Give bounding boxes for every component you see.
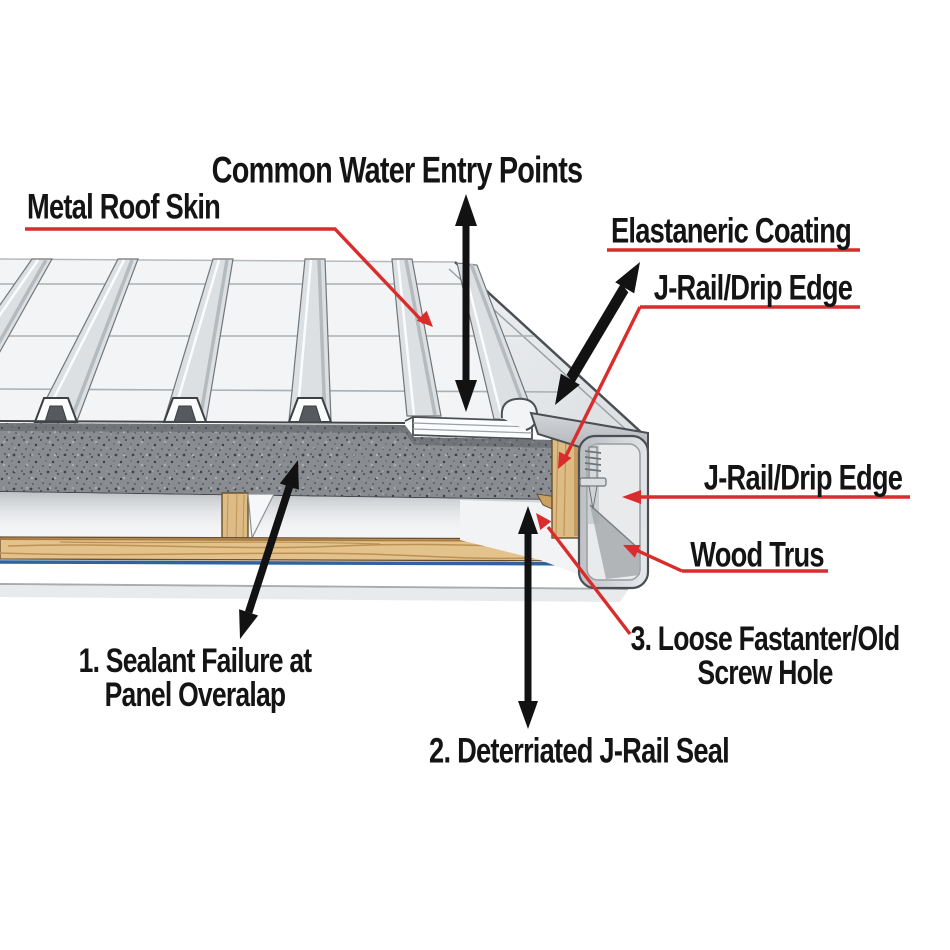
arrow-elastomeric-coating bbox=[555, 262, 640, 405]
label-issue-3-line1: 3. Loose Fastanter/Old bbox=[630, 620, 901, 658]
ground-shadow bbox=[0, 585, 628, 602]
screw-fastener bbox=[579, 446, 607, 510]
eave-trim bbox=[404, 416, 533, 440]
label-issue-3: 3. Loose Fastanter/Old Screw Hole bbox=[630, 620, 901, 692]
label-jrail-drip-edge-upper: J-Rail/Drip Edge bbox=[653, 268, 853, 308]
leader-jrail-upper bbox=[558, 305, 860, 469]
label-jrail-drip-edge-right: J-Rail/Drip Edge bbox=[703, 458, 903, 498]
arrow-sealant-failure bbox=[239, 460, 299, 639]
red-leader-lines bbox=[25, 227, 910, 636]
label-issue-1-line1: 1. Sealant Failure at bbox=[78, 642, 313, 680]
metal-roof-panels bbox=[0, 258, 644, 440]
wood-stud bbox=[221, 492, 275, 541]
roof-deck-insulation bbox=[0, 423, 554, 501]
black-arrows bbox=[239, 194, 640, 729]
leader-metal-roof-skin bbox=[25, 227, 433, 327]
leader-loose-fastener bbox=[536, 513, 632, 636]
arrow-water-entry-points bbox=[455, 194, 477, 412]
label-issue-1: 1. Sealant Failure at Panel Overalap bbox=[78, 642, 313, 714]
label-issue-1-line2: Panel Overalap bbox=[104, 676, 286, 714]
label-elastomeric-coating: Elastaneric Coating bbox=[610, 211, 852, 251]
label-metal-roof-skin: Metal Roof Skin bbox=[27, 187, 221, 227]
diagram-title: Common Water Entry Points bbox=[211, 149, 583, 191]
membrane-blue-line bbox=[0, 560, 605, 566]
label-wood-truss: Wood Trus bbox=[690, 535, 824, 575]
label-issue-2: 2. Deterriated J-Rail Seal bbox=[429, 731, 730, 771]
leader-jrail-right bbox=[622, 490, 910, 504]
leader-wood-truss bbox=[623, 545, 828, 573]
arrow-jrail-seal bbox=[518, 506, 538, 729]
label-issue-3-line2: Screw Hole bbox=[697, 654, 833, 692]
standing-seam-ribs bbox=[0, 258, 537, 422]
